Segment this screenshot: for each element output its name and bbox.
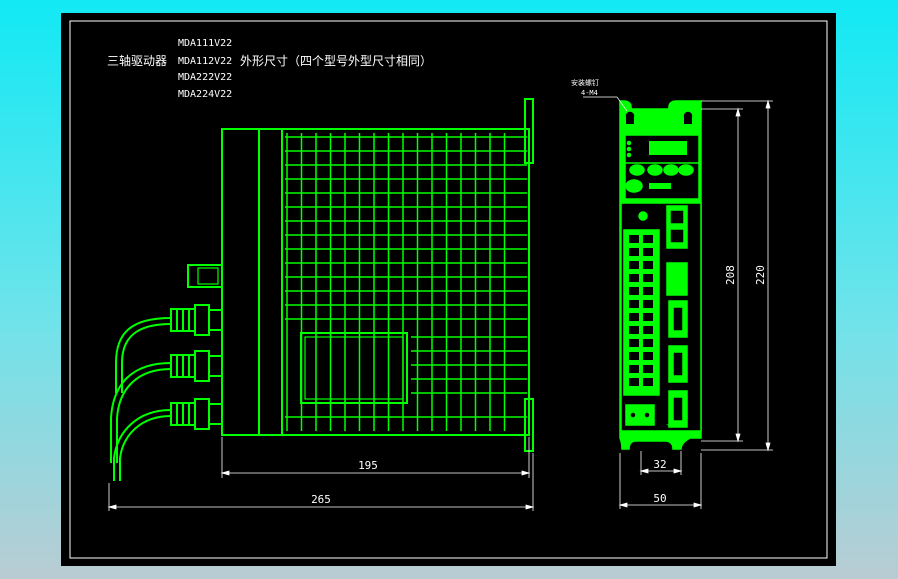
brand-logo	[649, 183, 671, 189]
mount-slot-top-left	[626, 116, 634, 124]
terminal-slot	[643, 274, 653, 282]
front-dimensions	[618, 99, 773, 509]
model-1: MDA111V22	[178, 38, 232, 49]
dim-220: 220	[754, 265, 767, 285]
btn-down	[663, 164, 679, 176]
terminal-slot	[629, 261, 639, 269]
terminal-slot	[643, 313, 653, 321]
terminal-slot	[629, 378, 639, 386]
cad-drawing: MDA111V22 三轴驱动器 MDA112V22 外形尺寸（四个型号外型尺寸相…	[69, 20, 828, 559]
terminal-slot	[643, 365, 653, 373]
plug-collar	[194, 350, 210, 382]
terminal-slot	[629, 365, 639, 373]
terminal-slot	[629, 339, 639, 347]
series-label: 三轴驱动器	[107, 53, 167, 68]
btn-up	[647, 164, 663, 176]
terminal-slots	[629, 235, 653, 386]
terminal-slot	[629, 248, 639, 256]
drawing-border	[69, 20, 828, 559]
plug-collar	[194, 304, 210, 336]
terminal-slot	[629, 235, 639, 243]
mount-screw-label: 安装螺钉	[571, 78, 599, 87]
plug-collar	[194, 398, 210, 430]
terminal-slot	[643, 261, 653, 269]
terminal-slot	[629, 313, 639, 321]
cable-plugs	[170, 304, 223, 430]
cad-drawing-frame: MDA111V22 三轴驱动器 MDA112V22 外形尺寸（四个型号外型尺寸相…	[61, 13, 836, 566]
terminal-slot	[643, 248, 653, 256]
side-dimensions	[107, 437, 535, 511]
dim-50: 50	[653, 492, 666, 505]
mount-screw-spec: 4-M4	[581, 89, 598, 97]
ground-symbol: ⏚	[665, 420, 673, 429]
plug-latch	[208, 403, 223, 425]
side-connector-top	[187, 264, 223, 288]
side-connector-top-inner	[197, 267, 219, 285]
dim-208: 208	[724, 265, 737, 285]
side-flange-top	[524, 98, 534, 164]
side-window-outer	[300, 332, 408, 404]
side-window-inner	[304, 336, 404, 400]
terminal-slot	[643, 235, 653, 243]
front-display-lcd	[649, 141, 687, 155]
terminal-slot	[629, 352, 639, 360]
front-ground-terminal	[625, 404, 655, 426]
front-connector-1	[666, 262, 688, 296]
model-2: MDA112V22	[178, 56, 232, 67]
terminal-slot	[629, 287, 639, 295]
terminal-slot	[629, 300, 639, 308]
cable-1-inner	[121, 323, 172, 393]
front-status-led	[638, 211, 648, 221]
terminal-slot	[643, 300, 653, 308]
front-view: ⏚	[619, 100, 702, 450]
terminal-slot	[643, 339, 653, 347]
btn-enter	[625, 179, 643, 193]
model-3: MDA222V22	[178, 72, 232, 83]
terminal-slot	[643, 326, 653, 334]
model-4: MDA224V22	[178, 89, 232, 100]
cable-3-outer	[113, 409, 172, 481]
btn-set	[678, 164, 694, 176]
cable-3-inner	[119, 415, 172, 481]
dimension-note: 外形尺寸（四个型号外型尺寸相同）	[240, 54, 432, 68]
btn-mode	[629, 164, 645, 176]
terminal-slot	[643, 352, 653, 360]
cable-1-outer	[115, 317, 172, 393]
dim-195: 195	[358, 459, 378, 472]
mount-slot-top-right	[684, 116, 692, 124]
side-body-outline	[221, 128, 530, 436]
plug-latch	[208, 355, 223, 377]
terminal-slot	[629, 326, 639, 334]
side-view	[110, 98, 534, 481]
terminal-slot	[629, 274, 639, 282]
terminal-slot	[643, 378, 653, 386]
cable-2-outer	[110, 362, 172, 463]
dim-32: 32	[653, 458, 666, 471]
plug-latch	[208, 309, 223, 331]
terminal-slot	[643, 287, 653, 295]
dim-265: 265	[311, 493, 331, 506]
cable-2-inner	[116, 368, 172, 463]
